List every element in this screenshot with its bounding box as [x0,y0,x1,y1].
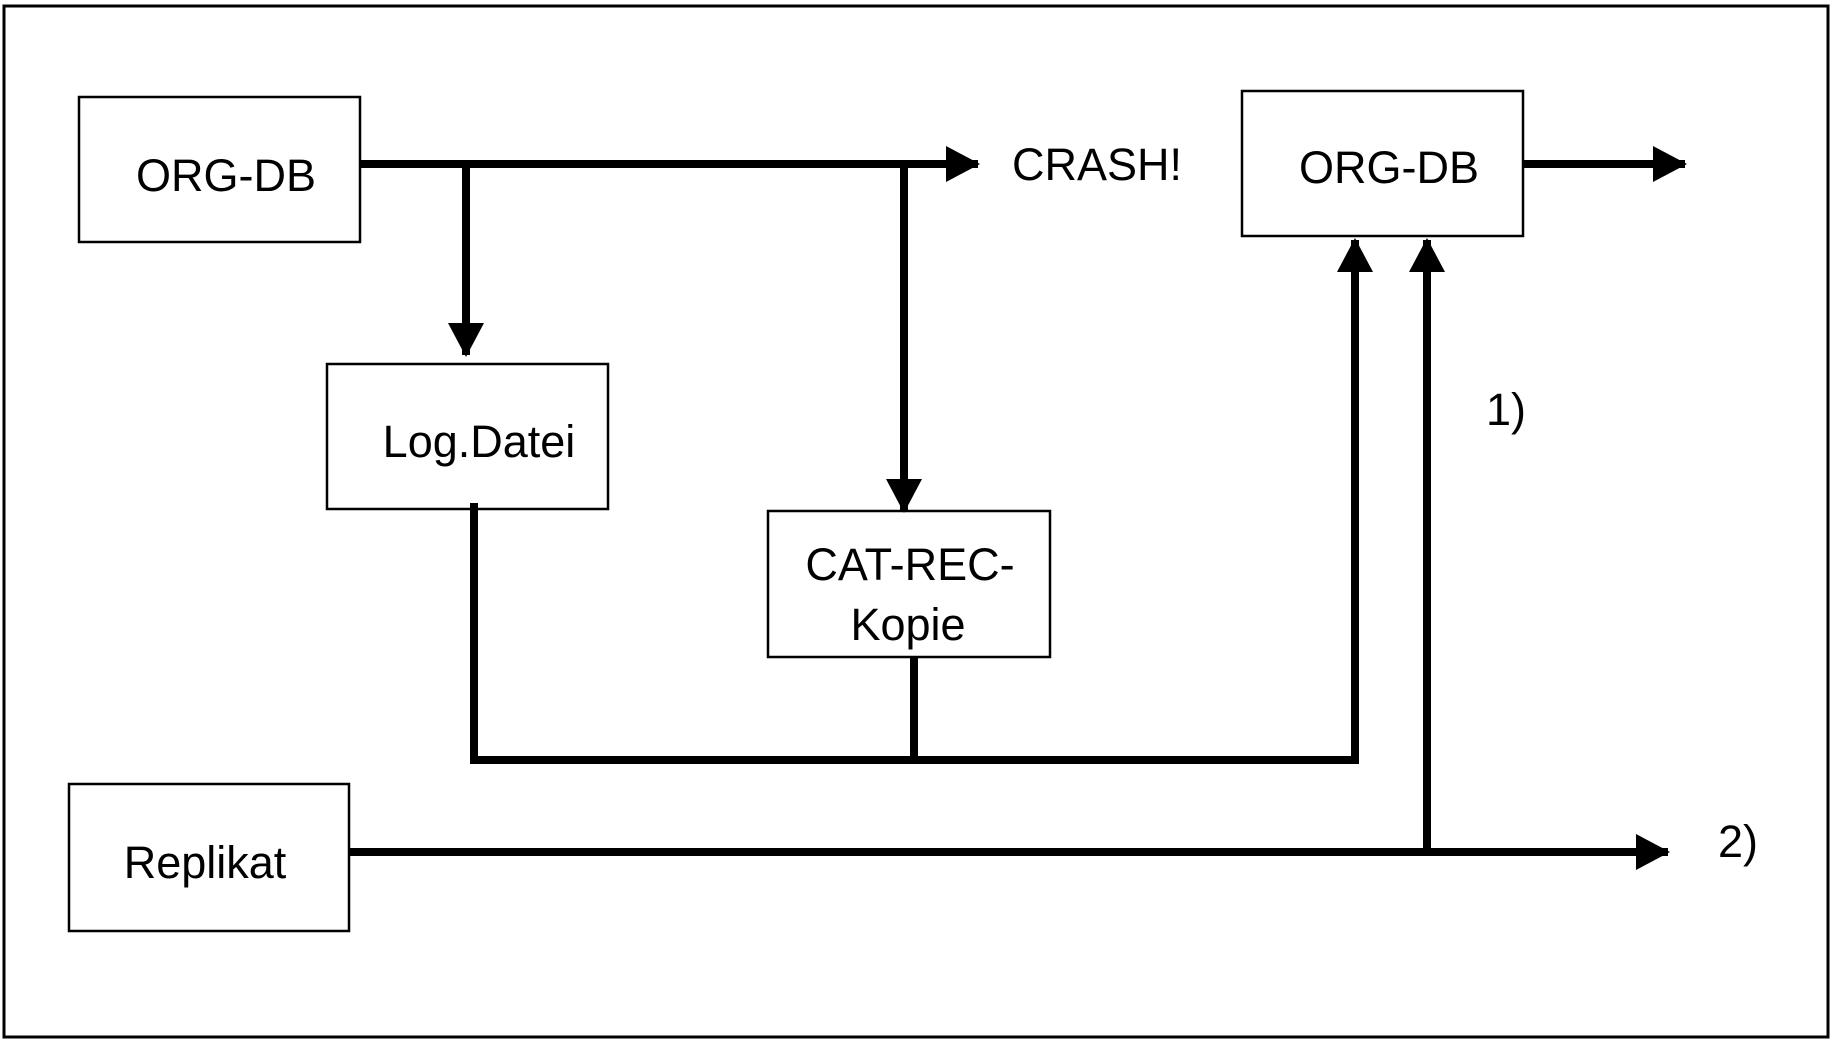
cat-rec-label-line2: Kopie [850,599,965,650]
log-datei-label: Log.Datei [383,416,576,467]
org-db-target-box: ORG-DB [1240,89,1525,238]
log-datei-box: Log.Datei [325,362,610,511]
crash-label: CRASH! [1012,139,1182,190]
path-1-label: 1) [1486,384,1526,435]
replikat-label: Replikat [124,837,287,888]
path-2-label: 2) [1718,816,1758,867]
org-db-target-label: ORG-DB [1299,142,1479,193]
org-db-source-box: ORG-DB [77,95,362,244]
org-db-source-label: ORG-DB [136,150,316,201]
cat-rec-kopie-box: CAT-REC- Kopie [766,509,1052,659]
replikat-box: Replikat [67,782,351,933]
cat-rec-label-line1: CAT-REC- [805,539,1014,590]
